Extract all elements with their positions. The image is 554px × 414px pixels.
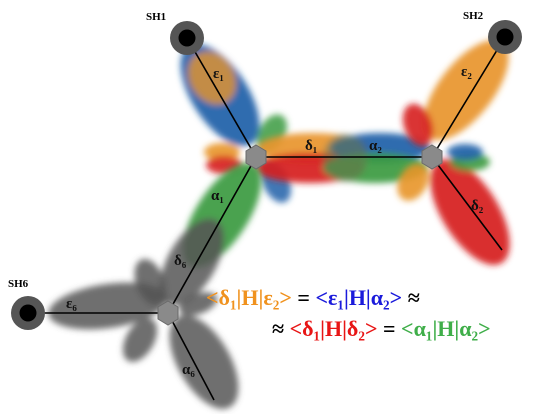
label-delta6: δ₆ [174, 253, 187, 269]
label-epsilon6: ε₆ [66, 296, 77, 312]
lobe-delta2-red [430, 158, 510, 266]
metal-center-lower [157, 300, 179, 326]
sh6-inner [19, 304, 37, 322]
lobe-orange-left [204, 143, 240, 161]
eq1-term-eps1-alpha2: <ε₁|H|α₂> [315, 285, 403, 310]
lobe-red-upper [402, 103, 434, 147]
eq1-term-delta1-eps2: <δ₁|H|ε₂> [206, 285, 292, 310]
eq2-equals: = [377, 316, 402, 341]
label-epsilon2: ε₂ [461, 64, 472, 80]
eq2-term-delta1-delta2: <δ₁|H|δ₂> [289, 316, 378, 341]
eq1-approx: ≈ [402, 285, 420, 310]
label-sh6: SH6 [8, 278, 29, 290]
equation-line-2: ≈ <δ₁|H|δ₂> = <α₁|H|α₂> [272, 318, 491, 340]
label-delta1: δ₁ [305, 138, 317, 154]
bond-left-lower [167, 156, 257, 314]
bridge-lobes [255, 133, 430, 183]
lobe-grey-down [122, 318, 158, 362]
lobe-grey-up [134, 258, 166, 306]
lobe-blue-right [447, 144, 483, 160]
bond-lower-down [167, 312, 215, 401]
label-sh2: SH2 [463, 10, 484, 22]
eq2-term-alpha1-alpha2: <α₁|H|α₂> [401, 316, 491, 341]
label-epsilon1: ε₁ [213, 66, 224, 82]
equation-line-1: <δ₁|H|ε₂> = <ε₁|H|α₂> ≈ [206, 287, 420, 309]
label-alpha1: α₁ [211, 188, 224, 204]
lobe-orange-lower [397, 163, 429, 201]
eq1-equals: = [291, 285, 316, 310]
lower-center-lobes [48, 162, 262, 409]
lobe-alpha6-grey [169, 315, 239, 409]
lobe-overlap [323, 134, 367, 182]
bond-right-sh2 [431, 36, 506, 158]
bond-sh1-left [186, 37, 257, 158]
metal-center-right [421, 144, 443, 170]
label-alpha6: α₆ [182, 362, 195, 378]
metal-center-left [245, 144, 267, 170]
lobe-delta6-grey [160, 218, 224, 306]
lobe-epsilon6-grey [48, 282, 168, 330]
eq2-approx: ≈ [272, 316, 290, 341]
label-alpha2: α₂ [369, 138, 382, 154]
bonds [28, 36, 506, 401]
sulfur-sites [11, 20, 522, 330]
label-delta2: δ₂ [471, 198, 484, 214]
bond-right-down [431, 156, 503, 251]
lobe-orange-sh1 [188, 51, 236, 105]
sh1-inner [178, 29, 196, 47]
sh2-inner [496, 28, 514, 46]
lobe-grey-right [178, 292, 218, 316]
label-sh1: SH1 [146, 11, 166, 23]
metal-centers [157, 144, 443, 326]
